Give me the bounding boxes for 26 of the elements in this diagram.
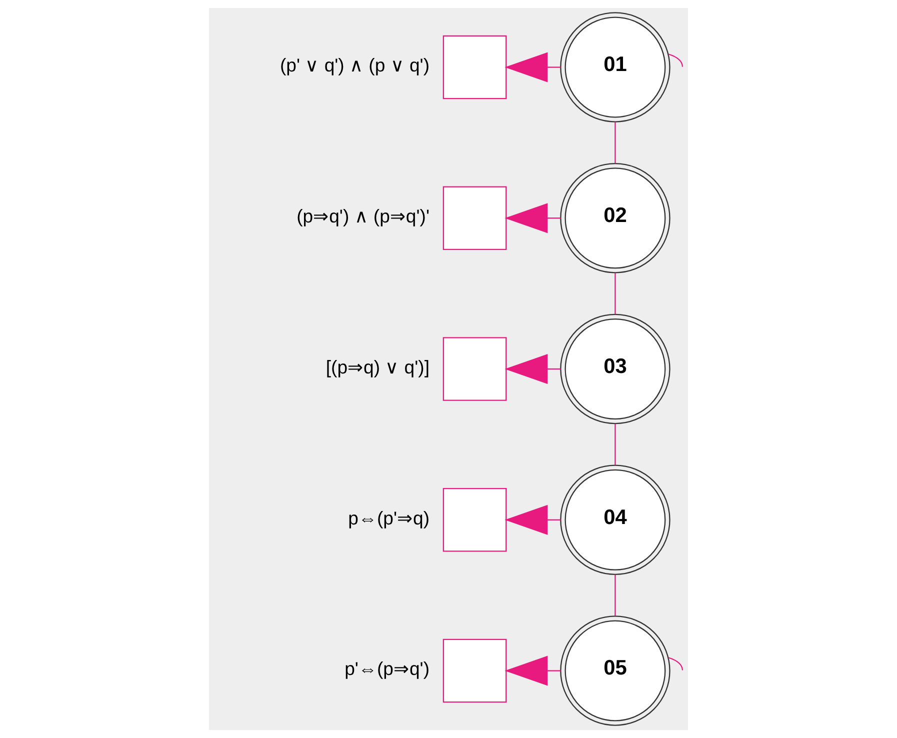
node-circle: 01 <box>560 12 670 122</box>
arrow <box>504 504 561 535</box>
connector <box>614 122 616 164</box>
node-label: (p' ∨ q') ∧ (p ∨ q') <box>280 54 430 76</box>
arrow <box>504 354 561 384</box>
arrow <box>504 52 561 82</box>
connector <box>668 54 684 67</box>
node-circle: 02 <box>560 163 670 274</box>
connector <box>668 657 684 670</box>
connector <box>614 272 616 314</box>
node-circle: 04 <box>560 464 670 575</box>
arrow <box>504 656 561 686</box>
node-label: (p⇒q') ∧ (p⇒q')' <box>296 206 430 227</box>
node-box <box>442 488 507 552</box>
arrow <box>504 203 561 234</box>
connector <box>614 574 616 616</box>
node-label: p'⇔(p⇒q') <box>344 658 430 680</box>
node-label: p⇔(p'⇒q) <box>348 507 430 528</box>
node-label: [(p⇒q) ∨ q')] <box>326 356 430 378</box>
node-circle: 05 <box>560 616 670 726</box>
node-circle: 03 <box>560 314 670 424</box>
node-box <box>442 337 507 401</box>
node-box <box>442 638 507 703</box>
node-box <box>442 35 507 100</box>
node-box <box>442 186 507 250</box>
connector <box>614 424 616 466</box>
